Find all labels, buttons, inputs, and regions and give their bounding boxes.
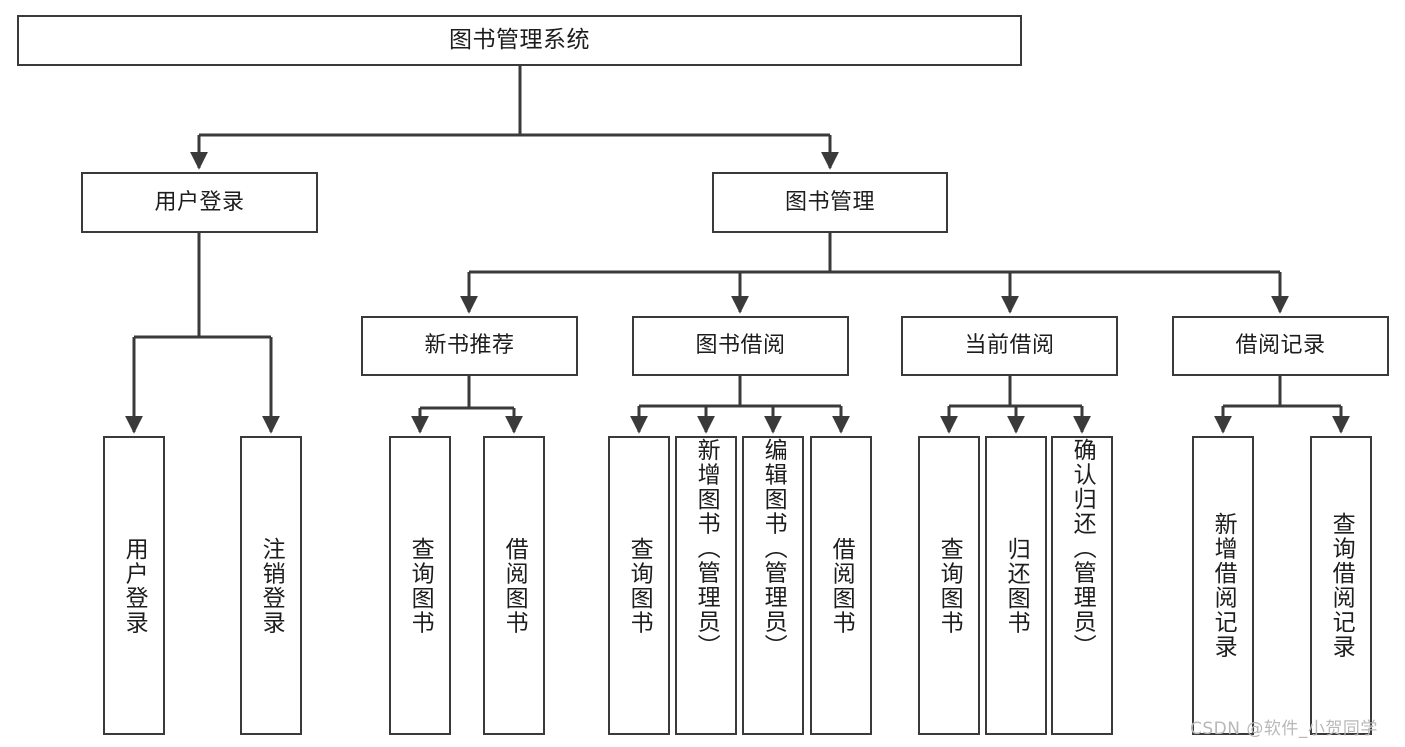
- leaf-query-book-recommend-label: 查询图书: [407, 536, 434, 635]
- leaf-edit-book-admin[interactable]: 编辑图书（管理员）: [742, 436, 804, 735]
- leaf-logout[interactable]: 注销登录: [240, 436, 302, 735]
- leaf-query-book-current[interactable]: 查询图书: [918, 436, 980, 735]
- leaf-user-login[interactable]: 用户登录: [103, 436, 165, 735]
- leaf-add-borrow-record[interactable]: 新增借阅记录: [1192, 436, 1254, 735]
- leaf-query-book-borrow-label: 查询图书: [626, 536, 653, 635]
- node-current-borrow-label: 当前借阅: [964, 333, 1055, 359]
- node-book-borrow[interactable]: 图书借阅: [632, 316, 849, 376]
- leaf-query-book-current-label: 查询图书: [936, 536, 963, 635]
- node-book-management[interactable]: 图书管理: [712, 172, 948, 233]
- leaf-borrow-book-label: 借阅图书: [828, 536, 855, 635]
- node-book-management-label: 图书管理: [784, 189, 875, 215]
- leaf-query-borrow-record[interactable]: 查询借阅记录: [1310, 436, 1372, 735]
- node-borrow-records-label: 借阅记录: [1235, 333, 1326, 359]
- node-current-borrow[interactable]: 当前借阅: [901, 316, 1118, 376]
- leaf-user-login-label: 用户登录: [121, 536, 148, 635]
- leaf-query-borrow-record-label: 查询借阅记录: [1328, 512, 1355, 659]
- node-root-book-management-system[interactable]: 图书管理系统: [17, 15, 1022, 66]
- node-user-login-label: 用户登录: [154, 189, 245, 215]
- leaf-borrow-book-recommend-label: 借阅图书: [501, 536, 528, 635]
- node-book-borrow-label: 图书借阅: [695, 333, 786, 359]
- leaf-confirm-return-admin[interactable]: 确认归还（管理员）: [1051, 436, 1113, 735]
- leaf-query-book-borrow[interactable]: 查询图书: [608, 436, 670, 735]
- leaf-borrow-book[interactable]: 借阅图书: [810, 436, 872, 735]
- node-new-book-recommend-label: 新书推荐: [424, 333, 515, 359]
- leaf-confirm-return-admin-label: 确认归还（管理员）: [1069, 438, 1096, 659]
- node-borrow-records[interactable]: 借阅记录: [1172, 316, 1389, 376]
- leaf-add-book-admin[interactable]: 新增图书（管理员）: [675, 436, 737, 735]
- csdn-watermark: CSDN @软件_小贺同学: [1190, 719, 1378, 739]
- node-new-book-recommend[interactable]: 新书推荐: [361, 316, 578, 376]
- leaf-logout-label: 注销登录: [258, 536, 285, 635]
- leaf-add-book-admin-label: 新增图书（管理员）: [693, 438, 720, 659]
- leaf-return-book-label: 归还图书: [1003, 536, 1030, 635]
- leaf-return-book[interactable]: 归还图书: [985, 436, 1047, 735]
- leaf-add-borrow-record-label: 新增借阅记录: [1210, 512, 1237, 659]
- leaf-borrow-book-recommend[interactable]: 借阅图书: [483, 436, 545, 735]
- node-root-label: 图书管理系统: [449, 26, 590, 53]
- node-user-login[interactable]: 用户登录: [81, 172, 318, 233]
- leaf-query-book-recommend[interactable]: 查询图书: [389, 436, 451, 735]
- leaf-edit-book-admin-label: 编辑图书（管理员）: [760, 438, 787, 659]
